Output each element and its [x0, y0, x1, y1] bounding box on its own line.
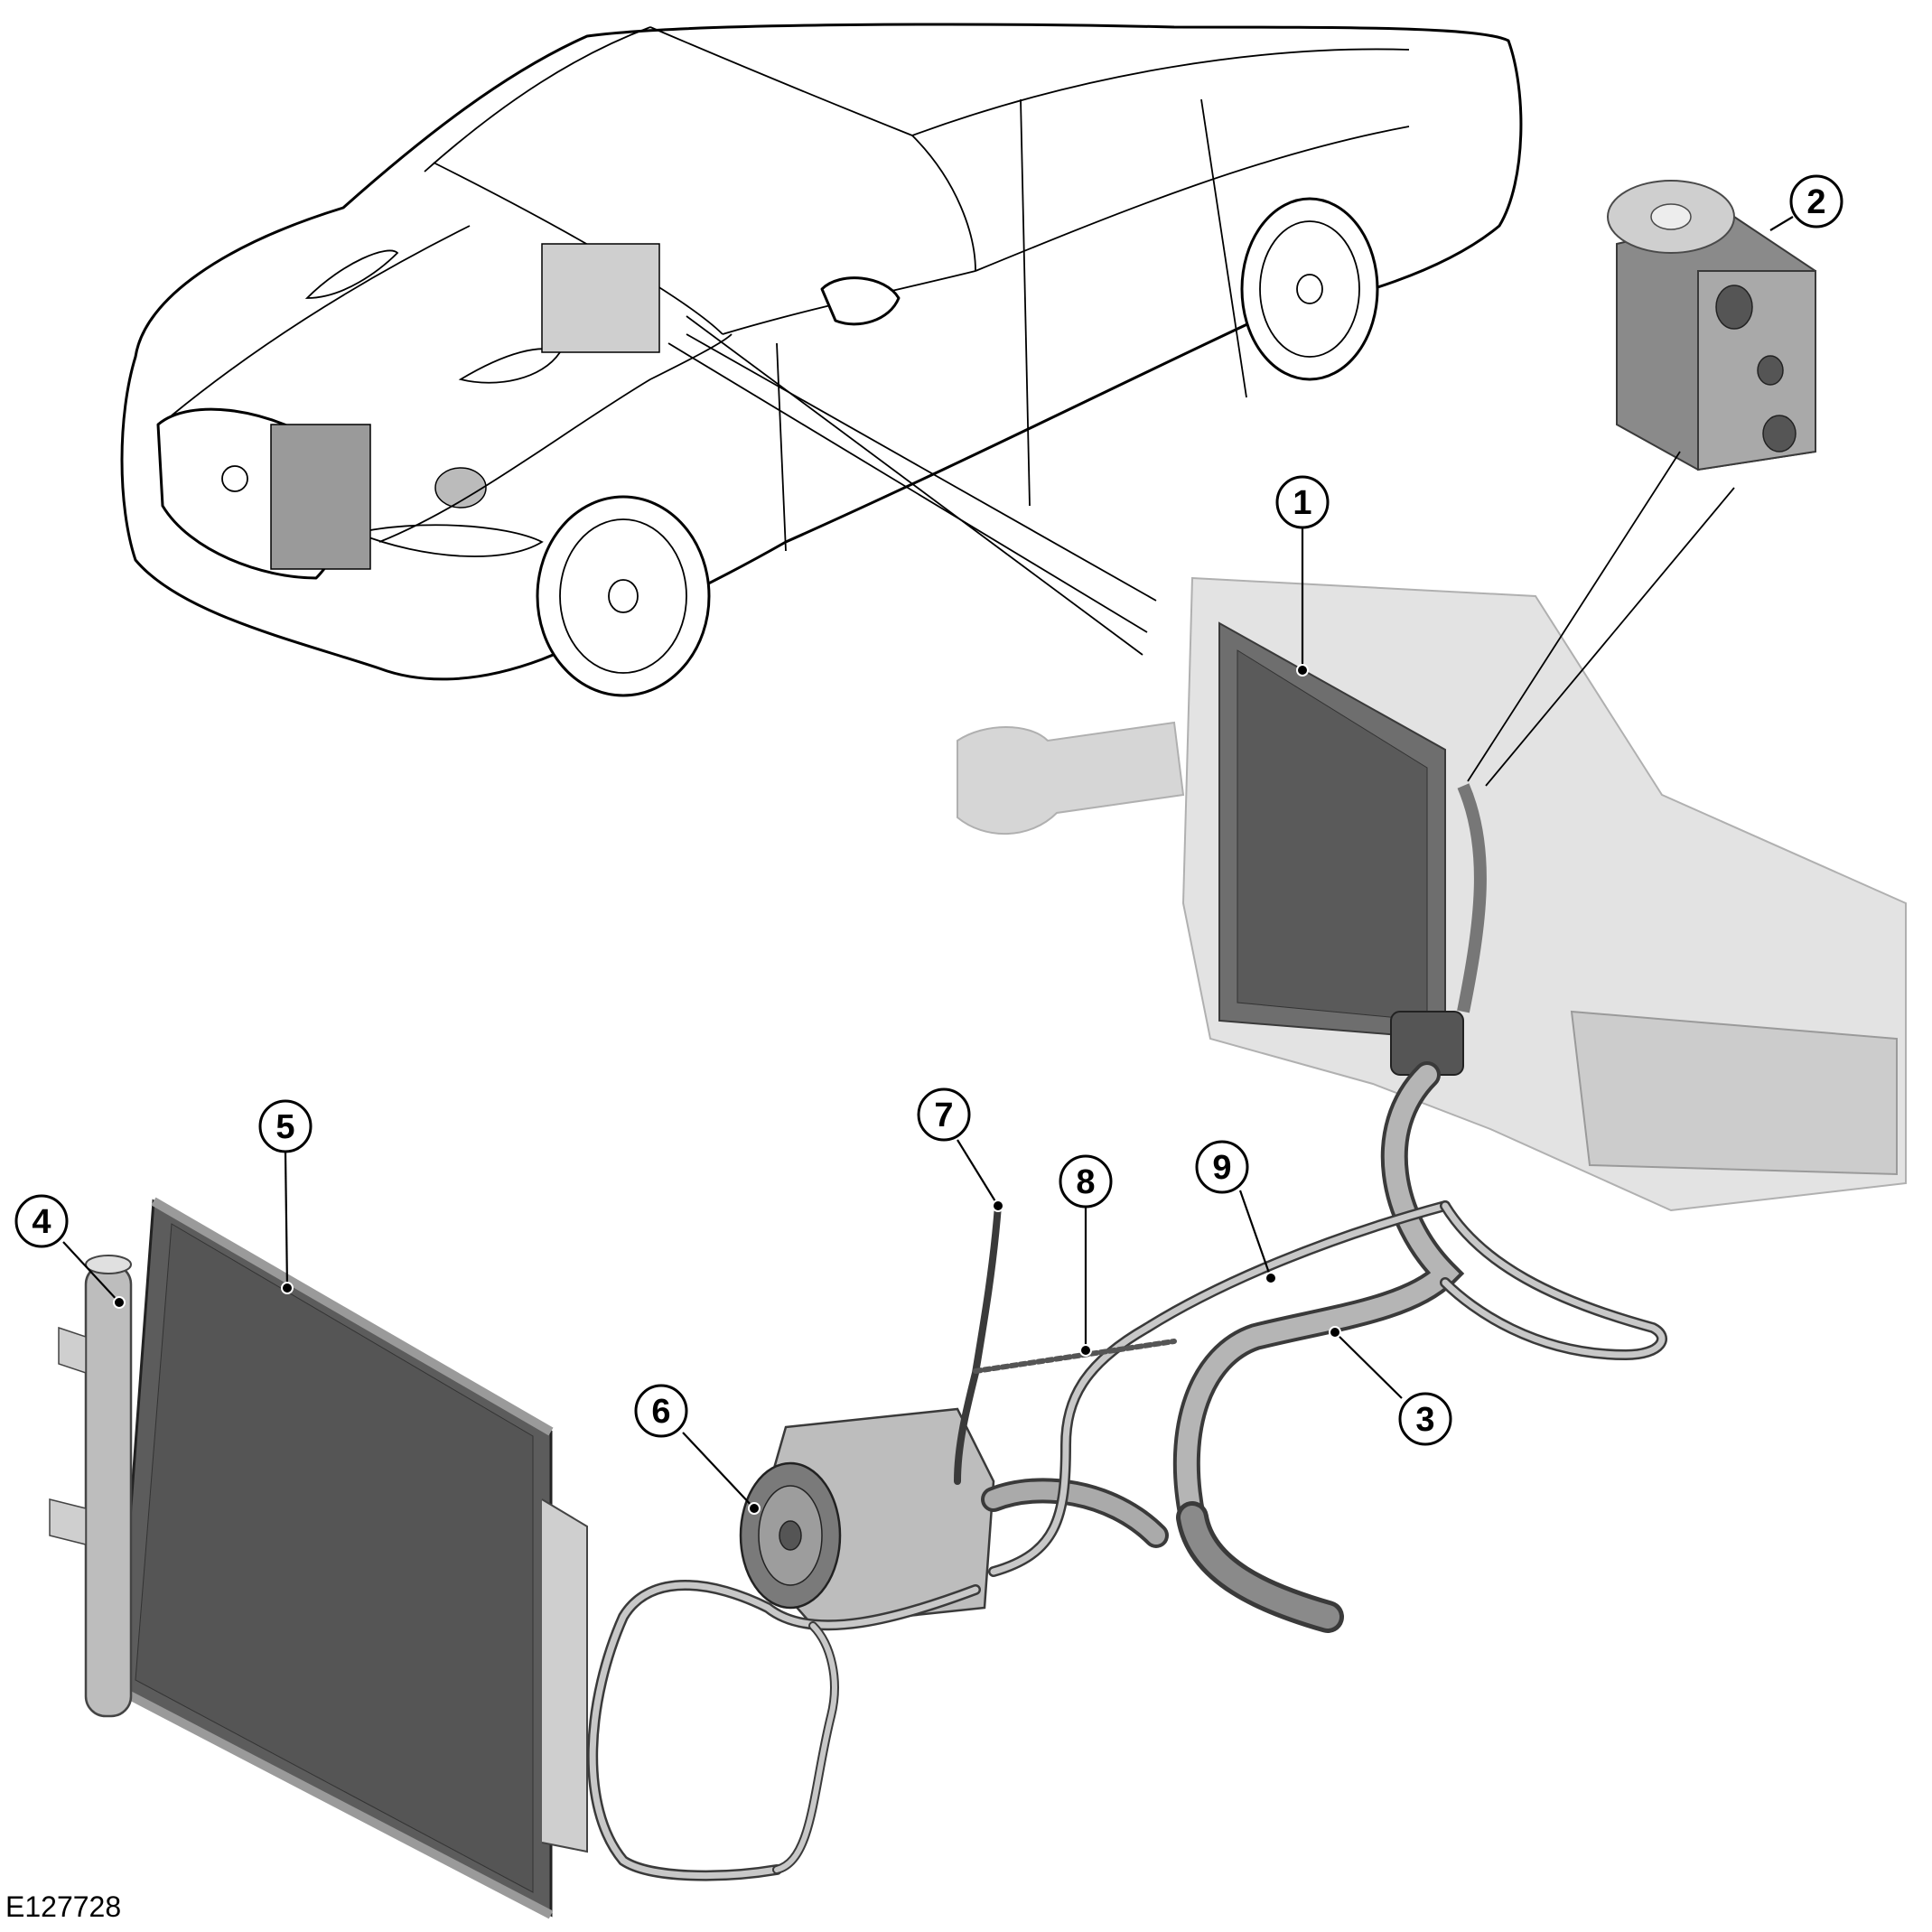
callout-circle-3 — [1398, 1392, 1452, 1446]
callout-group: 1 2 3 4 5 6 7 8 9 — [14, 174, 1843, 1446]
figure-id: E127728 — [5, 1890, 122, 1923]
leader-dot-4 — [113, 1296, 126, 1309]
callout-circle-8 — [1059, 1154, 1113, 1209]
callout-5: 5 — [258, 1099, 313, 1153]
callout-9: 9 — [1195, 1140, 1249, 1194]
callout-label-7: 7 — [934, 1097, 953, 1134]
leader-dot-8 — [1079, 1344, 1092, 1357]
callout-circle-4 — [14, 1194, 69, 1248]
callout-label-2: 2 — [1806, 183, 1825, 221]
callout-6: 6 — [634, 1384, 688, 1438]
callout-4: 4 — [14, 1194, 69, 1248]
leader-dot-9 — [1265, 1272, 1277, 1284]
callout-label-5: 5 — [275, 1108, 294, 1146]
callout-label-8: 8 — [1076, 1163, 1095, 1201]
callout-2: 2 — [1789, 174, 1843, 229]
callout-7: 7 — [917, 1087, 971, 1142]
leader-dot-5 — [281, 1282, 294, 1294]
callout-label-6: 6 — [651, 1393, 670, 1431]
leader-2 — [1769, 216, 1794, 231]
callout-circle-5 — [258, 1099, 313, 1153]
leader-dot-6 — [748, 1502, 761, 1515]
callout-1: 1 — [1275, 475, 1330, 529]
callout-8: 8 — [1059, 1154, 1113, 1209]
callout-circle-6 — [634, 1384, 688, 1438]
leader-3 — [1334, 1331, 1403, 1399]
callout-label-4: 4 — [32, 1203, 51, 1241]
receiver-drier — [49, 1255, 133, 1718]
thermostatic-expansion-valve — [1467, 180, 1816, 787]
callout-circle-1 — [1275, 475, 1330, 529]
leader-dot-7 — [992, 1199, 1004, 1212]
leader-6 — [682, 1432, 755, 1509]
leader-lines — [62, 216, 1794, 1515]
vehicle-outline — [120, 23, 1523, 697]
callout-circle-2 — [1789, 174, 1843, 229]
callout-circle-9 — [1195, 1140, 1249, 1194]
hvac-evaporator-unit — [957, 576, 1907, 1212]
refrigerant-lines — [587, 1061, 1667, 1881]
callout-label-9: 9 — [1212, 1149, 1231, 1187]
callout-label-1: 1 — [1293, 484, 1311, 522]
ac-compressor — [739, 1407, 995, 1628]
leader-5 — [284, 1151, 289, 1289]
leader-7 — [957, 1139, 999, 1207]
callout-circle-7 — [917, 1087, 971, 1142]
leader-9 — [1238, 1190, 1273, 1279]
callout-label-3: 3 — [1415, 1401, 1434, 1439]
condenser — [115, 1197, 588, 1919]
callout-3: 3 — [1398, 1392, 1452, 1446]
leader-4 — [62, 1241, 120, 1303]
leader-dot-1 — [1296, 664, 1309, 677]
leader-dot-3 — [1329, 1326, 1341, 1339]
